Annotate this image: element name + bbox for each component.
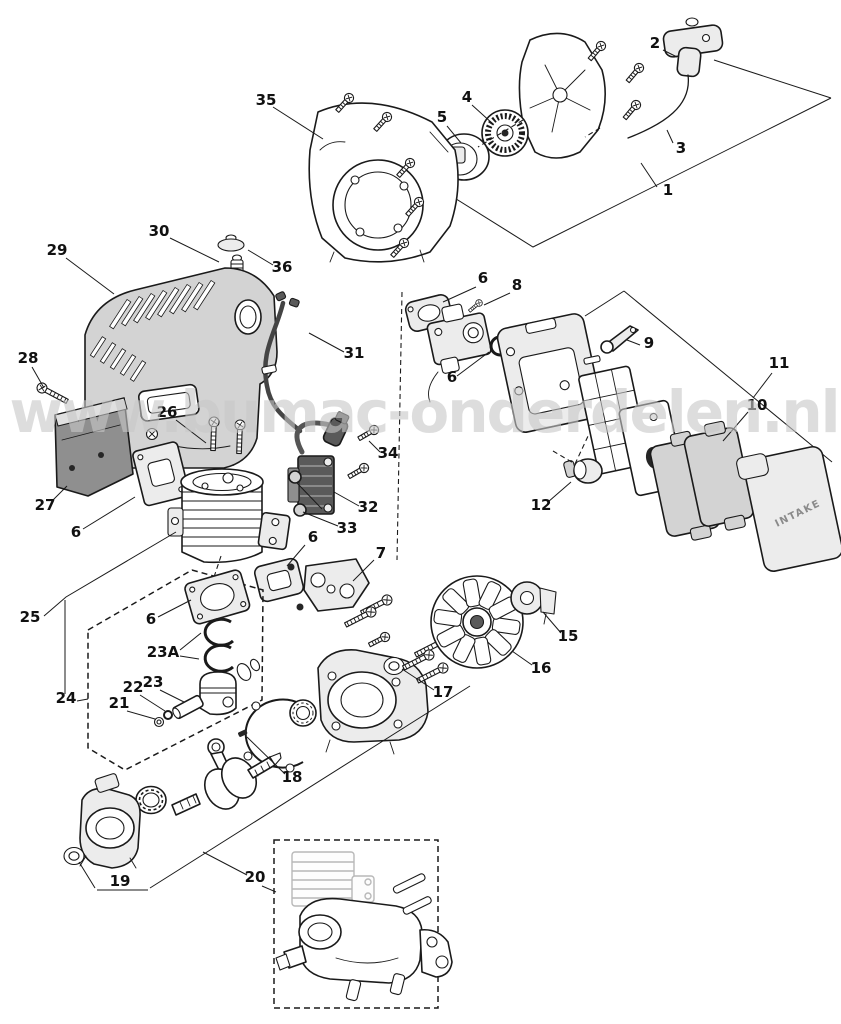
crank-seal — [383, 656, 405, 676]
mount-screw — [342, 604, 379, 630]
part-label-35: 35 — [256, 91, 277, 109]
piston-pin — [172, 694, 204, 720]
part-label-3: 3 — [676, 139, 686, 157]
primer-bulb — [563, 458, 603, 484]
part-label-18: 18 — [282, 768, 303, 786]
part-label-33: 33 — [337, 519, 358, 537]
leader-lines — [31, 49, 773, 893]
coil-cap — [293, 503, 307, 517]
part-label-6e: 6 — [146, 610, 156, 628]
part-label-36: 36 — [272, 258, 293, 276]
carburetor — [426, 303, 492, 403]
airbox-body — [496, 313, 603, 433]
crankcase-screw — [366, 630, 392, 650]
short-block-ghost-cylinder — [291, 851, 375, 907]
starter-handle — [662, 17, 724, 78]
mount-nut — [287, 563, 295, 571]
part-label-15: 15 — [558, 627, 579, 645]
part-label-28: 28 — [18, 349, 39, 367]
part-label-26: 26 — [157, 403, 178, 421]
pin-clip — [163, 710, 173, 720]
muffler — [54, 397, 134, 497]
part-label-6a: 6 — [478, 269, 488, 287]
piston — [199, 671, 237, 716]
mount-gasket — [253, 557, 305, 603]
part-label-9: 9 — [644, 334, 654, 352]
part-label-31: 31 — [344, 344, 365, 362]
crank-bearing-right — [289, 699, 317, 727]
cylinder — [167, 468, 291, 578]
part-label-22: 22 — [123, 678, 144, 696]
choke-lever — [600, 325, 639, 354]
air-filter-elements — [649, 420, 755, 541]
starter-pawl-carrier — [510, 581, 557, 625]
cover-vents — [89, 279, 216, 382]
short-block-assembly — [275, 873, 453, 1002]
part-label-19: 19 — [110, 872, 131, 890]
part-label-2: 2 — [650, 34, 660, 52]
coil-screw — [345, 461, 371, 482]
woodruff-key — [238, 729, 248, 737]
part-label-5: 5 — [437, 108, 447, 126]
part-label-11: 11 — [769, 354, 790, 372]
part-label-21: 21 — [109, 694, 130, 712]
crankcase-gasket — [243, 698, 304, 773]
piston-kit-box — [87, 569, 264, 771]
starter-spring-disc — [481, 109, 529, 157]
stop-switch-wire — [261, 291, 303, 434]
piston-rings — [203, 617, 234, 673]
part-label-25: 25 — [20, 608, 41, 626]
starter-rope — [627, 74, 689, 139]
watermark-text: www.bumac-onderdelen.nl — [9, 378, 838, 446]
part-label-1: 1 — [663, 181, 673, 199]
part-label-10: 10 — [747, 396, 768, 414]
crankshaft — [171, 738, 282, 816]
part-label-34: 34 — [378, 444, 399, 462]
part-label-6b: 6 — [447, 368, 457, 386]
part-label-6d: 6 — [308, 528, 318, 546]
mount-nut — [296, 603, 304, 611]
intake-cover: INTAKE — [736, 445, 841, 572]
pin-washer — [153, 716, 165, 728]
part-label-4: 4 — [462, 88, 472, 106]
part-label-29: 29 — [47, 241, 68, 259]
short-block-box — [273, 839, 439, 1009]
needle-bearing — [236, 663, 252, 681]
cylinder-base-gasket — [184, 569, 251, 625]
part-label-6c: 6 — [71, 523, 81, 541]
part-label-27: 27 — [35, 496, 56, 514]
part-label-17: 17 — [433, 683, 454, 701]
part-label-12: 12 — [531, 496, 552, 514]
part-label-30: 30 — [149, 222, 170, 240]
pin-washer-small — [249, 658, 261, 672]
part-label-20: 20 — [245, 868, 266, 886]
part-label-23: 23 — [143, 673, 164, 691]
fan-housing — [308, 90, 459, 263]
ignition-coil — [287, 411, 350, 515]
flywheel — [430, 575, 524, 669]
part-label-8: 8 — [512, 276, 522, 294]
starter-assembly — [422, 17, 724, 187]
part-label-16: 16 — [531, 659, 552, 677]
carb-screw — [466, 297, 485, 315]
part-label-32: 32 — [358, 498, 379, 516]
assembly-boundary-lines — [436, 59, 833, 463]
part-label-24: 24 — [56, 689, 77, 707]
part-labels: 1 2 3 4 5 6 8 9 10 11 6 12 15 16 17 18 1… — [18, 34, 790, 890]
engine-cover — [84, 267, 278, 469]
engine-mount — [303, 558, 370, 612]
part-label-23A: 23A — [147, 643, 180, 661]
part-label-7: 7 — [376, 544, 386, 562]
pto-seal — [63, 846, 85, 866]
crankcase-pto-side — [79, 773, 141, 869]
coil-cap — [288, 470, 302, 484]
